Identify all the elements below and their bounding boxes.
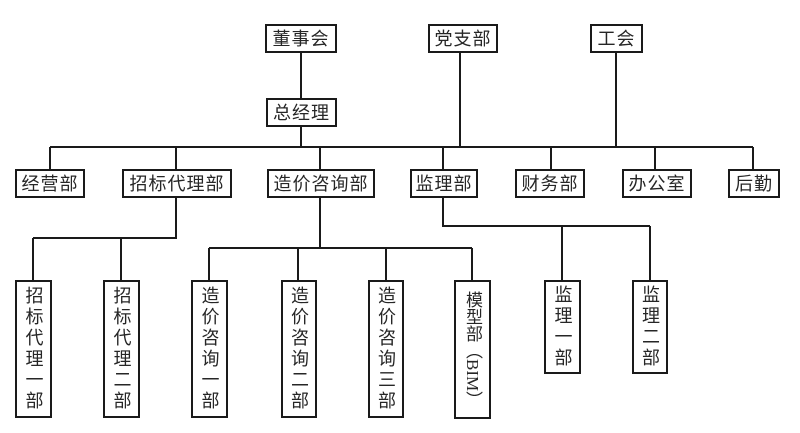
- org-node-bidding-agency-dept-label: 招标代理部: [129, 173, 225, 194]
- org-node-supervision-dept-label: 监理部: [415, 173, 473, 194]
- org-node-cost-consulting-division-2-label: 造价咨询二部: [289, 286, 309, 412]
- org-node-supervision-division-1-label: 监理一部: [552, 285, 573, 369]
- org-node-cost-consulting-division-1: 造价咨询一部: [191, 280, 228, 418]
- org-node-cost-consulting-division-3-label: 造价咨询三部: [376, 286, 396, 412]
- org-node-party-branch: 党支部: [428, 24, 498, 53]
- org-node-supervision-division-2: 监理二部: [632, 280, 668, 374]
- org-node-bim-model-dept: 模型部（BIM）: [454, 280, 491, 419]
- org-node-cost-consulting-division-2: 造价咨询二部: [281, 280, 317, 418]
- org-node-operations-dept-label: 经营部: [21, 173, 79, 194]
- org-node-general-office: 办公室: [622, 169, 692, 198]
- org-node-bidding-agency-division-1: 招标代理一部: [15, 280, 52, 418]
- org-node-general-manager: 总经理: [266, 98, 337, 127]
- org-node-cost-consulting-division-3: 造价咨询三部: [368, 280, 404, 418]
- org-node-cost-consulting-division-1-label: 造价咨询一部: [199, 286, 220, 412]
- org-node-bidding-agency-division-2-label: 招标代理二部: [111, 286, 132, 412]
- org-node-logistics-label: 后勤: [735, 173, 773, 194]
- org-node-operations-dept: 经营部: [15, 169, 85, 198]
- org-node-general-office-label: 办公室: [628, 173, 686, 194]
- org-node-finance-dept: 财务部: [515, 169, 585, 198]
- org-node-supervision-division-2-label: 监理二部: [640, 285, 660, 369]
- org-node-bidding-agency-dept: 招标代理部: [122, 169, 232, 198]
- org-node-cost-consulting-dept: 造价咨询部: [267, 169, 375, 198]
- org-node-bim-model-dept-label: 模型部（BIM）: [463, 290, 482, 409]
- org-node-cost-consulting-dept-label: 造价咨询部: [273, 173, 369, 194]
- org-node-finance-dept-label: 财务部: [521, 173, 579, 194]
- org-node-bidding-agency-division-1-label: 招标代理一部: [23, 286, 44, 412]
- org-node-board-label: 董事会: [272, 28, 330, 49]
- org-node-party-branch-label: 党支部: [434, 28, 492, 49]
- org-node-labor-union: 工会: [590, 24, 643, 53]
- org-node-logistics: 后勤: [728, 169, 780, 198]
- org-node-labor-union-label: 工会: [597, 28, 636, 49]
- org-node-bidding-agency-division-2: 招标代理二部: [103, 280, 140, 418]
- org-node-supervision-division-1: 监理一部: [544, 280, 581, 374]
- org-node-supervision-dept: 监理部: [410, 169, 478, 198]
- org-node-board: 董事会: [265, 24, 337, 53]
- org-node-general-manager-label: 总经理: [273, 102, 330, 123]
